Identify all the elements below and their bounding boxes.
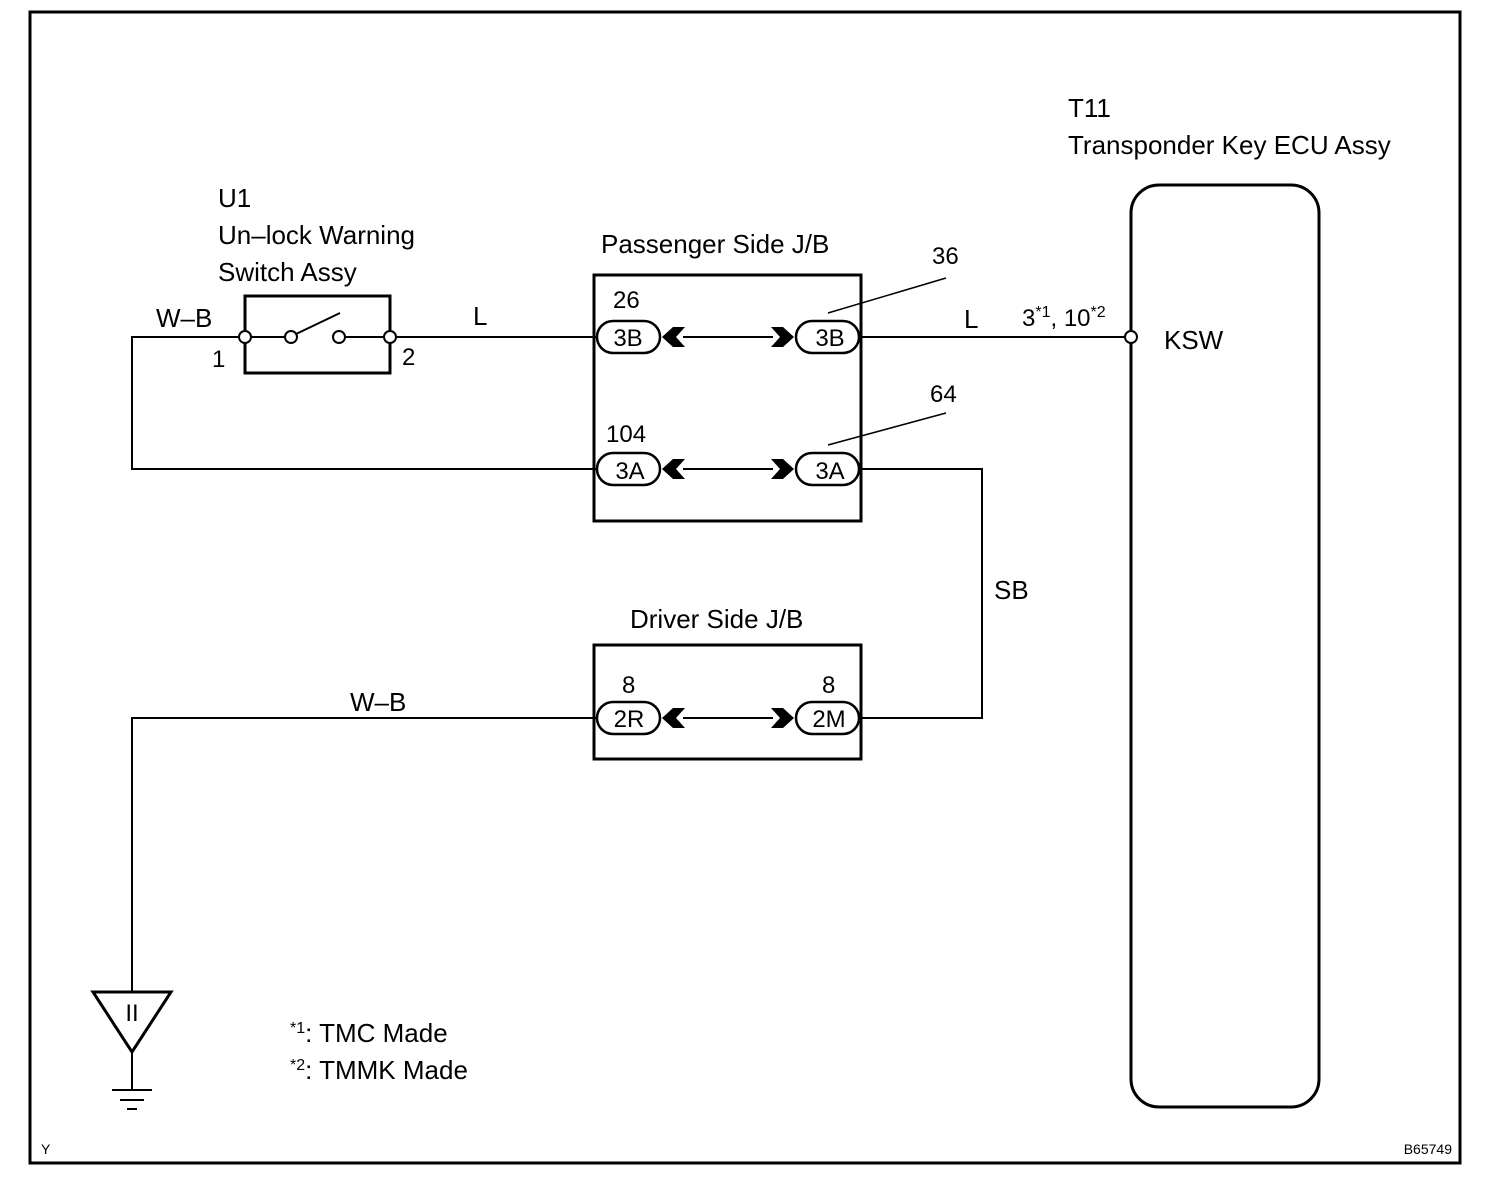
arrow-left-row1	[662, 327, 685, 347]
pin-64: 64	[930, 381, 957, 408]
switch-name-line1: Un–lock Warning	[218, 220, 415, 250]
conn-label-3a-right: 3A	[815, 458, 844, 485]
switch-pin-1: 1	[212, 346, 225, 373]
arrow-right-driver	[771, 708, 794, 728]
switch-terminal-2	[383, 330, 397, 344]
conn-label-3a-left: 3A	[615, 458, 644, 485]
leader-64	[827, 412, 947, 446]
wire-jb-to-driver	[861, 468, 983, 719]
conn-label-3b-right: 3B	[815, 325, 844, 352]
connector-3a-right	[794, 451, 861, 487]
ecu-name: Transponder Key ECU Assy	[1068, 130, 1391, 160]
switch-contact-right	[332, 330, 346, 344]
driver-jb-title: Driver Side J/B	[630, 604, 803, 634]
wire-color-jb-to-ecu: L	[964, 304, 978, 334]
arrow-left-driver	[662, 708, 685, 728]
switch-name-line2: Switch Assy	[218, 257, 357, 287]
wire-color-switch-left: W–B	[156, 303, 212, 333]
ecu-pin-b-mark: *2	[1091, 304, 1106, 321]
note-tmc-text: : TMC Made	[305, 1018, 448, 1048]
driver-side-jb	[592, 643, 863, 761]
driver-jb-box	[592, 643, 863, 761]
switch-contact-left	[284, 330, 298, 344]
conn-label-2m: 2M	[812, 706, 845, 733]
corner-label: Y	[41, 1141, 51, 1157]
pin-104: 104	[606, 421, 646, 448]
ecu-pin-sep: ,	[1050, 305, 1063, 332]
connector-3b-left	[595, 319, 662, 355]
ground-symbol	[90, 990, 174, 1110]
conn-label-2r: 2R	[614, 706, 645, 733]
ecu-pin-a: 3	[1022, 305, 1035, 332]
ecu-pin-b: 10	[1064, 305, 1091, 332]
switch-terminal-1	[238, 330, 252, 344]
ecu-box	[1129, 183, 1321, 1109]
switch-box	[243, 294, 392, 375]
ecu-code: T11	[1068, 93, 1111, 123]
pin-26: 26	[613, 287, 640, 314]
passenger-jb-box	[592, 273, 863, 523]
note-tmmk: *2: TMMK Made	[290, 1055, 468, 1085]
wire-switch-left	[131, 336, 597, 470]
switch-pin-2: 2	[402, 344, 415, 371]
wire-color-jb-to-driver: SB	[994, 575, 1029, 605]
note-tmmk-mark: *2	[290, 1057, 305, 1074]
wire-driver-to-ground	[131, 717, 597, 992]
note-tmc: *1: TMC Made	[290, 1018, 448, 1048]
passenger-side-jb	[592, 273, 947, 523]
ecu-terminal-label: KSW	[1164, 325, 1224, 355]
pin-36: 36	[932, 243, 959, 270]
ecu-pin-numbers: 3*1, 10*2	[1022, 304, 1106, 332]
ecu-pin-a-mark: *1	[1035, 304, 1050, 321]
passenger-jb-title: Passenger Side J/B	[601, 229, 829, 259]
diagram-frame	[28, 10, 1462, 1165]
note-tmc-mark: *1	[290, 1020, 305, 1037]
connector-2r	[595, 700, 662, 736]
figure-id: B65749	[1404, 1141, 1452, 1157]
connector-2m	[794, 700, 861, 736]
arrow-left-row2	[662, 459, 685, 479]
note-tmmk-text: : TMMK Made	[305, 1055, 468, 1085]
ground-label: II	[125, 1000, 138, 1027]
driver-pin-left: 8	[622, 672, 635, 699]
arrow-right-row1	[771, 327, 794, 347]
leader-36	[827, 277, 947, 314]
unlock-warning-switch	[238, 294, 397, 375]
switch-code: U1	[218, 183, 251, 213]
connector-3b-right	[794, 319, 861, 355]
wire-color-switch-to-jb: L	[473, 301, 487, 331]
connector-3a-left	[595, 451, 662, 487]
transponder-key-ecu	[1124, 183, 1321, 1109]
ecu-terminal-ksw	[1124, 330, 1138, 344]
conn-label-3b-left: 3B	[613, 325, 642, 352]
driver-pin-right: 8	[822, 672, 835, 699]
ground-triangle	[90, 990, 174, 1055]
wires	[131, 336, 1126, 992]
switch-blade	[295, 312, 341, 335]
arrow-right-row2	[771, 459, 794, 479]
wire-color-driver-to-ground: W–B	[350, 687, 406, 717]
